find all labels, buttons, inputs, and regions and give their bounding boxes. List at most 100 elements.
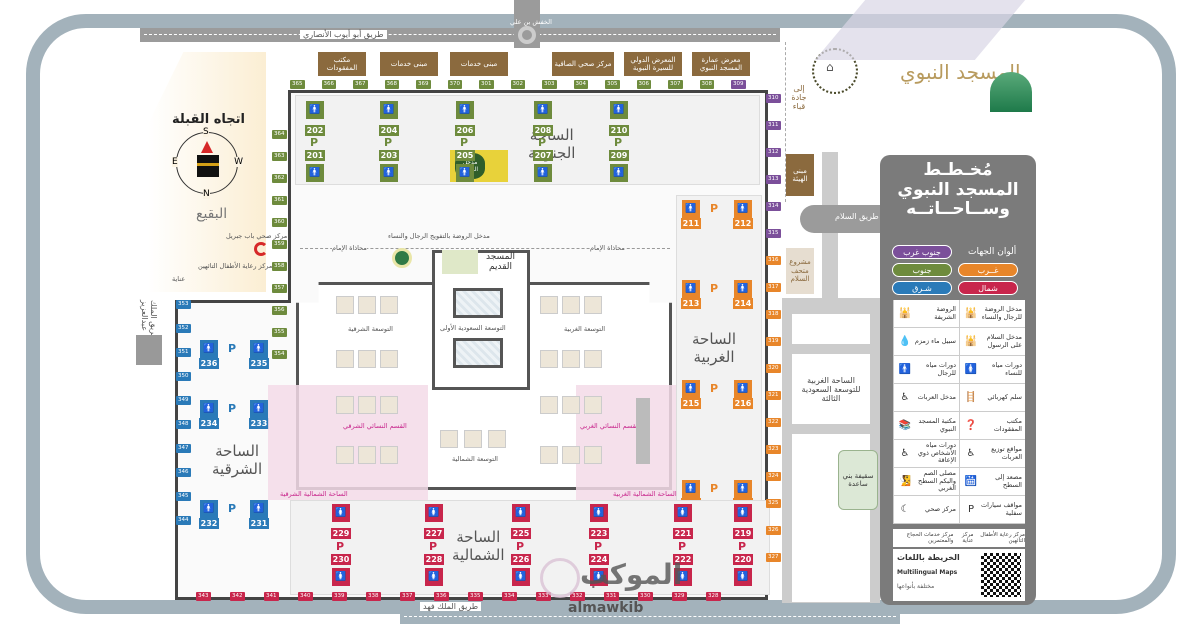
gate-number[interactable]: 339 [332, 592, 347, 601]
wc-number[interactable]: 226 [511, 554, 531, 565]
gate-number[interactable]: 326 [766, 526, 781, 535]
wc-number[interactable]: 206 [455, 125, 475, 136]
wc-number[interactable]: 213 [681, 298, 701, 309]
gate-number[interactable]: 330 [638, 592, 653, 601]
gate-number[interactable]: 345 [176, 492, 191, 501]
gate-number[interactable]: 368 [384, 80, 399, 89]
gate-number[interactable]: 348 [176, 420, 191, 429]
wc-number[interactable]: 201 [305, 150, 325, 161]
gate-number[interactable]: 304 [573, 80, 588, 89]
gate-number[interactable]: 322 [766, 418, 781, 427]
gate-number[interactable]: 314 [766, 202, 781, 211]
gate-number[interactable]: 346 [176, 468, 191, 477]
multilingual-box[interactable]: الخريطة باللغات Multilingual Maps مختلفة… [893, 549, 1025, 601]
wc-number[interactable]: 207 [533, 150, 553, 161]
wc-number[interactable]: 234 [199, 418, 219, 429]
wc-number[interactable]: 203 [379, 150, 399, 161]
wc-number[interactable]: 211 [681, 218, 701, 229]
wc-number[interactable]: 222 [673, 554, 693, 565]
wc-number[interactable]: 202 [305, 125, 325, 136]
gate-number[interactable]: 342 [230, 592, 245, 601]
gate-number[interactable]: 364 [272, 130, 287, 139]
gate-number[interactable]: 357 [272, 284, 287, 293]
gate-number[interactable]: 320 [766, 364, 781, 373]
gate-number[interactable]: 307 [668, 80, 683, 89]
wc-number[interactable]: 230 [331, 554, 351, 565]
gate-number[interactable]: 305 [605, 80, 620, 89]
gate-number[interactable]: 310 [766, 94, 781, 103]
wc-number[interactable]: 214 [733, 298, 753, 309]
wc-number[interactable]: 210 [609, 125, 629, 136]
wc-number[interactable]: 204 [379, 125, 399, 136]
gate-number[interactable]: 366 [321, 80, 336, 89]
gate-number[interactable]: 360 [272, 218, 287, 227]
gate-number[interactable]: 362 [272, 174, 287, 183]
gate-number[interactable]: 303 [542, 80, 557, 89]
gate-number[interactable]: 370 [447, 80, 462, 89]
gate-number[interactable]: 316 [766, 256, 781, 265]
gate-number[interactable]: 331 [604, 592, 619, 601]
wc-number[interactable]: 225 [511, 528, 531, 539]
gate-number[interactable]: 352 [176, 324, 191, 333]
wc-number[interactable]: 229 [331, 528, 351, 539]
gate-number[interactable]: 359 [272, 240, 287, 249]
wc-number[interactable]: 236 [199, 358, 219, 369]
wc-number[interactable]: 209 [609, 150, 629, 161]
gate-number[interactable]: 332 [570, 592, 585, 601]
wc-number[interactable]: 208 [533, 125, 553, 136]
gate-number[interactable]: 323 [766, 445, 781, 454]
gate-number[interactable]: 328 [706, 592, 721, 601]
gate-number[interactable]: 337 [400, 592, 415, 601]
qr-code[interactable] [981, 553, 1021, 597]
gate-number[interactable]: 327 [766, 553, 781, 562]
gate-number[interactable]: 309 [731, 80, 746, 89]
wc-number[interactable]: 235 [249, 358, 269, 369]
gate-number[interactable]: 324 [766, 472, 781, 481]
gate-number[interactable]: 312 [766, 148, 781, 157]
gate-number[interactable]: 306 [636, 80, 651, 89]
gate-number[interactable]: 336 [434, 592, 449, 601]
wc-number[interactable]: 228 [424, 554, 444, 565]
gate-number[interactable]: 333 [536, 592, 551, 601]
gate-number[interactable]: 317 [766, 283, 781, 292]
gate-number[interactable]: 363 [272, 152, 287, 161]
wc-number[interactable]: 215 [681, 398, 701, 409]
wc-number[interactable]: 232 [199, 518, 219, 529]
gate-number[interactable]: 353 [176, 300, 191, 309]
wc-number[interactable]: 223 [589, 528, 609, 539]
gate-number[interactable]: 335 [468, 592, 483, 601]
gate-number[interactable]: 340 [298, 592, 313, 601]
rawdah-entrance-icon[interactable] [392, 248, 412, 268]
wc-number[interactable]: 220 [733, 554, 753, 565]
gate-number[interactable]: 334 [502, 592, 517, 601]
gate-number[interactable]: 365 [290, 80, 305, 89]
gate-number[interactable]: 356 [272, 306, 287, 315]
gate-number[interactable]: 369 [416, 80, 431, 89]
gate-number[interactable]: 301 [479, 80, 494, 89]
gate-number[interactable]: 338 [366, 592, 381, 601]
gate-number[interactable]: 302 [510, 80, 525, 89]
gate-number[interactable]: 329 [672, 592, 687, 601]
wc-number[interactable]: 221 [673, 528, 693, 539]
gate-number[interactable]: 319 [766, 337, 781, 346]
gate-number[interactable]: 344 [176, 516, 191, 525]
gate-number[interactable]: 311 [766, 121, 781, 130]
gate-number[interactable]: 308 [699, 80, 714, 89]
gate-number[interactable]: 354 [272, 350, 287, 359]
wc-number[interactable]: 216 [733, 398, 753, 409]
gate-number[interactable]: 355 [272, 328, 287, 337]
wc-number[interactable]: 205 [455, 150, 475, 161]
gate-number[interactable]: 341 [264, 592, 279, 601]
wc-number[interactable]: 227 [424, 528, 444, 539]
gate-number[interactable]: 361 [272, 196, 287, 205]
gate-number[interactable]: 315 [766, 229, 781, 238]
gate-number[interactable]: 318 [766, 310, 781, 319]
gate-number[interactable]: 313 [766, 175, 781, 184]
gate-number[interactable]: 349 [176, 396, 191, 405]
wc-number[interactable]: 233 [249, 418, 269, 429]
wc-number[interactable]: 219 [733, 528, 753, 539]
gate-number[interactable]: 367 [353, 80, 368, 89]
wc-number[interactable]: 212 [733, 218, 753, 229]
wc-number[interactable]: 224 [589, 554, 609, 565]
gate-number[interactable]: 347 [176, 444, 191, 453]
